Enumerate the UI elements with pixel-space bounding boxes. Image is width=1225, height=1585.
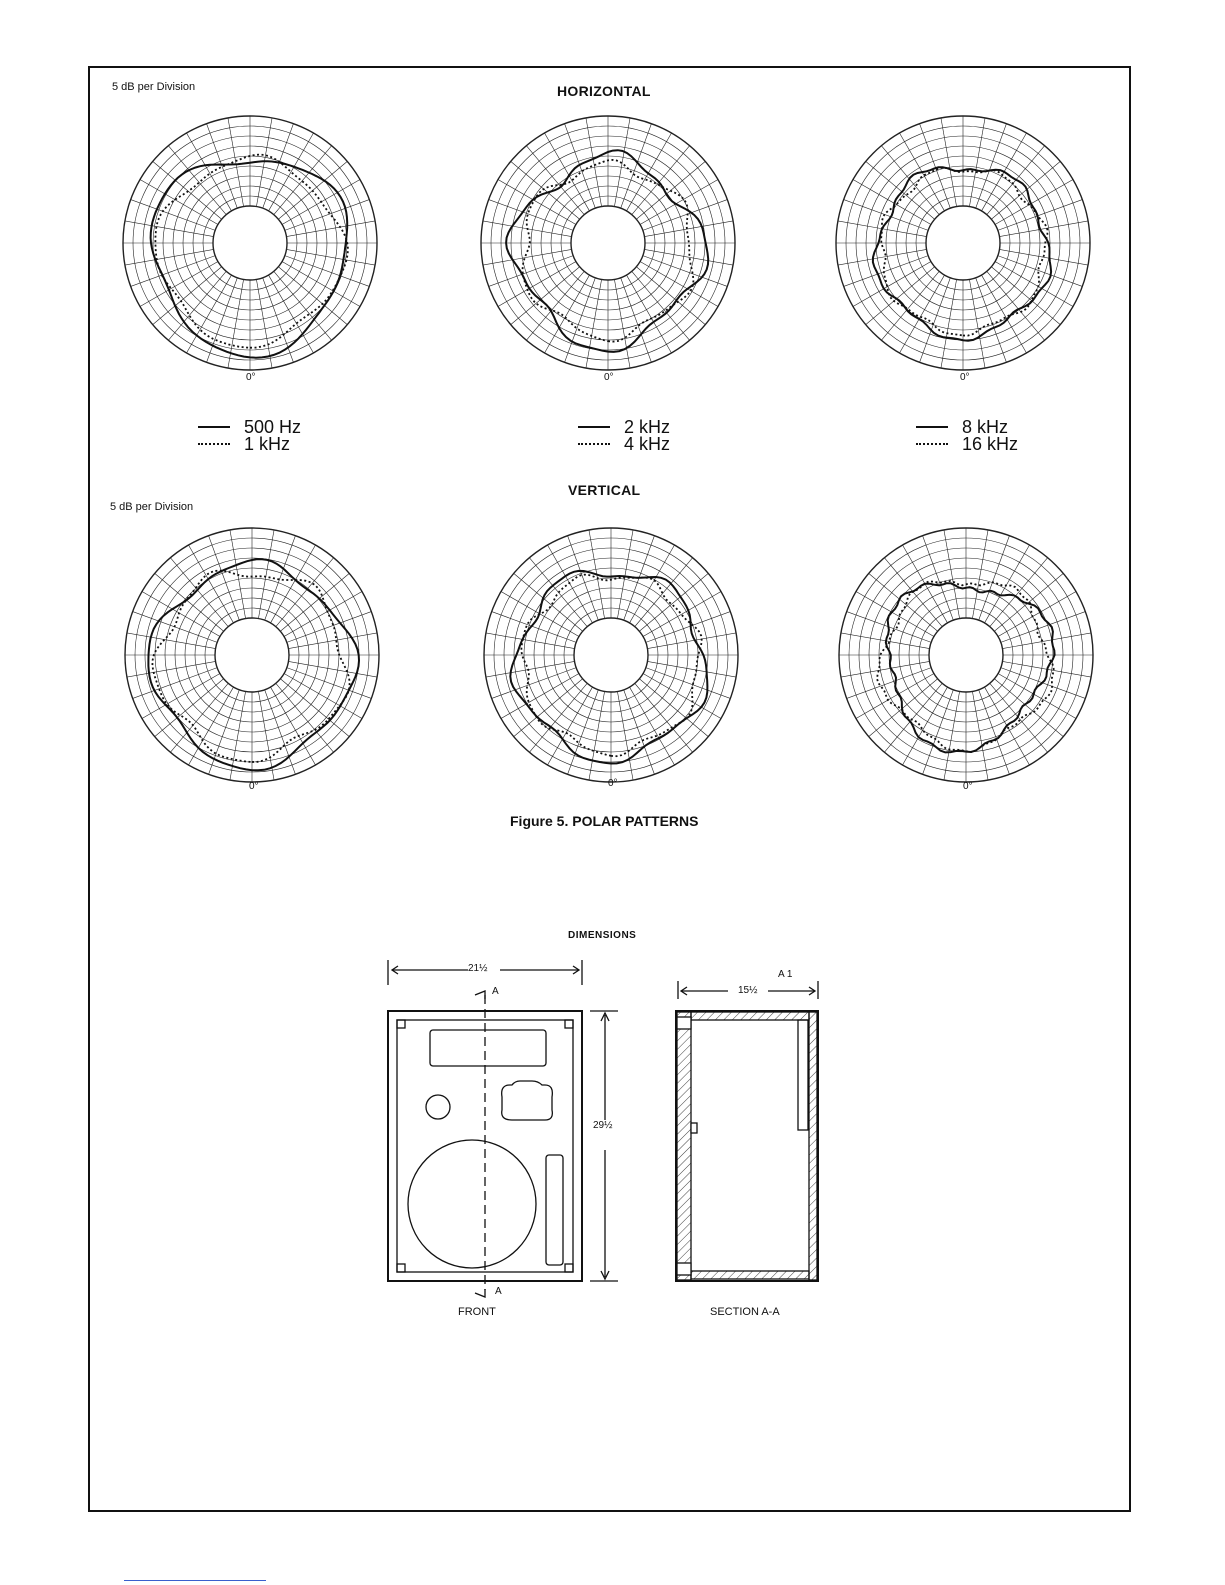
horizontal-title: HORIZONTAL bbox=[557, 83, 651, 99]
polar-chart-h1 bbox=[121, 114, 379, 372]
legend-solid-label: 500 Hz bbox=[244, 418, 301, 436]
polar-grid bbox=[484, 528, 738, 782]
section-view-drawing bbox=[668, 965, 838, 1305]
solid-line-swatch bbox=[916, 426, 948, 428]
scale-note-bottom: 5 dB per Division bbox=[110, 501, 193, 513]
dotted-line-swatch bbox=[198, 443, 230, 445]
dotted-line-swatch bbox=[916, 443, 948, 445]
legend-dotted-label: 4 kHz bbox=[624, 435, 670, 453]
legend-3: 8 kHz 16 kHz bbox=[916, 418, 1018, 452]
dotted-line-swatch bbox=[578, 443, 610, 445]
front-label: FRONT bbox=[458, 1306, 496, 1318]
solid-line-swatch bbox=[578, 426, 610, 428]
polar-chart-v3 bbox=[837, 526, 1095, 784]
depth-dimension-label: 15½ bbox=[738, 985, 757, 996]
polar-grid bbox=[125, 528, 379, 782]
legend-solid-label: 8 kHz bbox=[962, 418, 1008, 436]
legend-1: 500 Hz 1 kHz bbox=[198, 418, 301, 452]
width-dimension-label: 21½ bbox=[468, 963, 487, 974]
vertical-title: VERTICAL bbox=[568, 482, 640, 498]
height-dimension-label: 29½ bbox=[593, 1120, 612, 1131]
dotted-pattern-curve bbox=[877, 581, 1054, 752]
zero-degree-label: 0° bbox=[960, 372, 970, 383]
polar-grid bbox=[123, 116, 377, 370]
dotted-pattern-curve bbox=[155, 155, 348, 348]
polar-grid bbox=[481, 116, 735, 370]
legend-solid-label: 2 kHz bbox=[624, 418, 670, 436]
polar-grid bbox=[836, 116, 1090, 370]
footer-link-underline bbox=[124, 1580, 266, 1581]
section-marker-a1: A 1 bbox=[778, 969, 792, 980]
polar-chart-h2 bbox=[479, 114, 737, 372]
polar-chart-v2 bbox=[482, 526, 740, 784]
dimensions-title: DIMENSIONS bbox=[568, 930, 636, 941]
section-marker-bottom: A bbox=[495, 1286, 502, 1297]
figure-caption: Figure 5. POLAR PATTERNS bbox=[510, 813, 699, 829]
legend-dotted-label: 16 kHz bbox=[962, 435, 1018, 453]
zero-degree-label: 0° bbox=[963, 781, 973, 792]
solid-pattern-curve bbox=[148, 559, 359, 770]
legend-dotted-label: 1 kHz bbox=[244, 435, 290, 453]
solid-line-swatch bbox=[198, 426, 230, 428]
section-marker-top: A bbox=[492, 986, 499, 997]
legend-2: 2 kHz 4 kHz bbox=[578, 418, 670, 452]
zero-degree-label: 0° bbox=[249, 781, 259, 792]
scale-note-top: 5 dB per Division bbox=[112, 81, 195, 93]
zero-degree-label: 0° bbox=[608, 778, 618, 789]
section-label: SECTION A-A bbox=[710, 1306, 780, 1318]
polar-chart-v1 bbox=[123, 526, 381, 784]
zero-degree-label: 0° bbox=[604, 372, 614, 383]
polar-chart-h3 bbox=[834, 114, 1092, 372]
zero-degree-label: 0° bbox=[246, 372, 256, 383]
solid-pattern-curve bbox=[506, 150, 708, 352]
